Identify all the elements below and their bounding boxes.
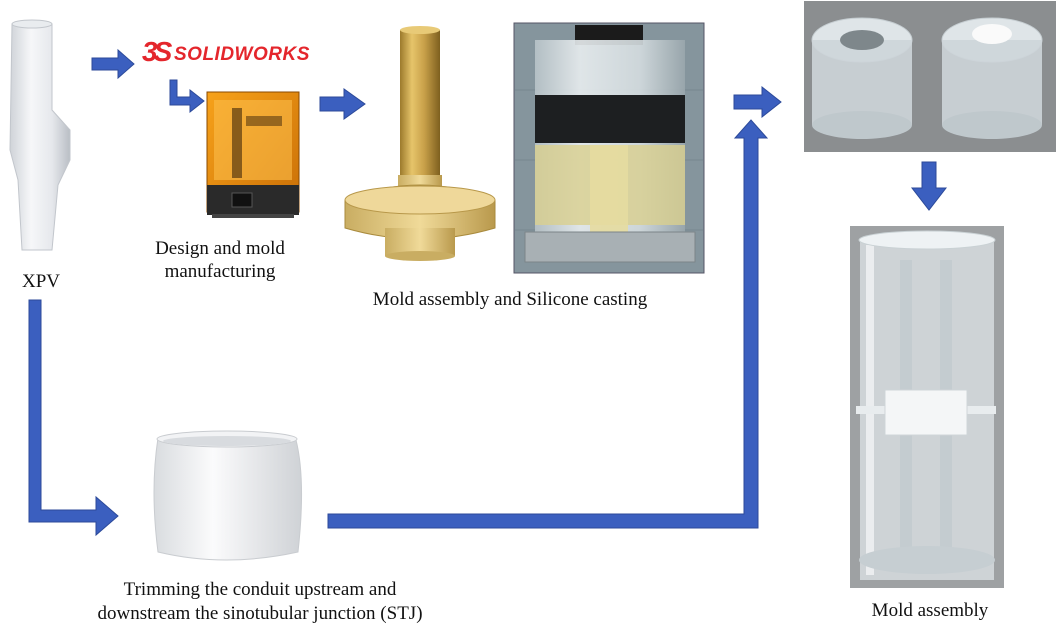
trimmed-conduit-image [153,430,303,561]
arrow-down-icon [910,161,948,211]
solidworks-logo: 3S SOLIDWORKS [142,36,317,76]
caption-mold-silicone: Mold assembly and Silicone casting [372,289,648,310]
caption-trim-line1: Trimming the conduit upstream and [123,579,397,600]
arrow-elbow-icon [169,79,205,114]
silicone-casting-photo [513,22,705,274]
arrow-right-icon [733,85,782,119]
arrows [28,48,948,537]
molds-top-photo [804,1,1056,152]
arrow-right-icon [91,48,135,80]
caption-xpv: XPV [21,271,60,292]
arrow-elbow-icon [28,299,119,537]
mold-assembly-photo [850,226,1004,588]
solidworks-logo-mark: 3S [142,36,172,67]
caption-mold-assembly: Mold assembly [871,600,989,621]
arrow-elbow-icon [327,119,769,529]
arrow-right-icon [319,88,366,120]
caption-design-line2: manufacturing [164,261,276,282]
mold-core-image [344,26,496,261]
caption-design-line1: Design and mold [155,238,285,259]
3d-printer-image [206,91,300,218]
caption-trim-line2: downstream the sinotubular junction (STJ… [97,603,423,624]
solidworks-logo-text: SOLIDWORKS [174,44,310,65]
xpv-conduit-image [9,19,71,251]
